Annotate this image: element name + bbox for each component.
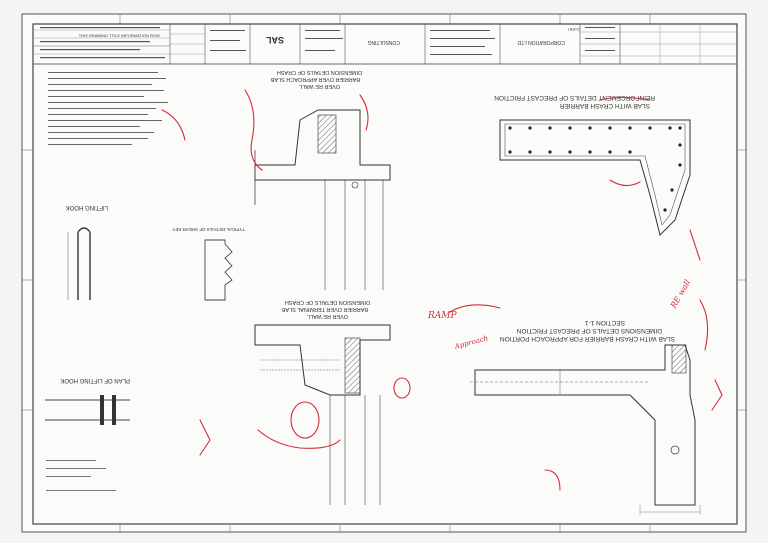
title-block: THIS DRAWING TITLE INFORMATION ROW SAL C… [32, 23, 738, 65]
client-label: CLIENT [567, 27, 580, 31]
approach-title-3: OVER RE WALL [299, 83, 340, 89]
plan-lifting-hook: PLAN OF LIFTING HOOK [45, 377, 130, 491]
title-block-text: THIS DRAWING TITLE INFORMATION ROW [79, 33, 160, 38]
terminal-slab-barrier-detail: DIMENSION DETAILS OF CRASH BARRIER OVER … [254, 299, 391, 505]
section-title-3: SLAB WITH CRASH BARRIER FOR APPROACH POR… [500, 335, 675, 342]
terminal-title-1: DIMENSION DETAILS OF CRASH [285, 299, 370, 305]
lifting-hook-detail: LIFTING HOOK [66, 204, 108, 300]
ramp-note: RAMP [427, 311, 457, 321]
reinforcement-title-1: REINFORCEMENT DETAILS OF PRECAST FRICTIO… [494, 94, 655, 101]
reinforcement-title-2: SLAB WITH CRASH BARRIER [559, 102, 650, 109]
section-title-2: DIMENSIONS DETAILS OF PRECAST FRICTION [516, 327, 662, 334]
reinforcement-detail: REINFORCEMENT DETAILS OF PRECAST FRICTIO… [494, 94, 691, 236]
section-1-1-detail: SECTION 1-1 DIMENSIONS DETAILS OF PRECAS… [470, 319, 701, 515]
client-company: CORPORATION LTD [517, 39, 565, 45]
terminal-title-2: BARRIER OVER TERMINAL SLAB [281, 306, 368, 312]
consultant-label: CONSULTING [367, 39, 400, 45]
svg-text:THIS DRAWING TITLE INFORMATION: THIS DRAWING TITLE INFORMATION ROW [79, 33, 160, 38]
consultant-logo: SAL [265, 35, 284, 45]
border-grid-marks [22, 14, 746, 532]
lifting-hook-title: LIFTING HOOK [66, 204, 108, 210]
general-notes [48, 72, 168, 145]
plan-lifting-hook-title: PLAN OF LIFTING HOOK [60, 377, 130, 383]
outer-border [21, 13, 747, 533]
shear-key-title: TYPICAL DETAILS OF SHEAR KEY [172, 227, 245, 232]
approach-title-2: BARRIER OVER APPROACH SLAB [270, 76, 360, 82]
terminal-title-3: OVER RE WALL [307, 313, 348, 319]
approach-slab-barrier-detail: DIMENSION DETAILS OF CRASH BARRIER OVER … [254, 69, 391, 290]
title-block-fill-lines [40, 27, 615, 59]
approach-title-1: DIMENSION DETAILS OF CRASH [277, 69, 362, 75]
shear-key-detail: TYPICAL DETAILS OF SHEAR KEY [172, 227, 245, 301]
red-markups [161, 89, 723, 491]
section-title-1: SECTION 1-1 [585, 319, 625, 326]
